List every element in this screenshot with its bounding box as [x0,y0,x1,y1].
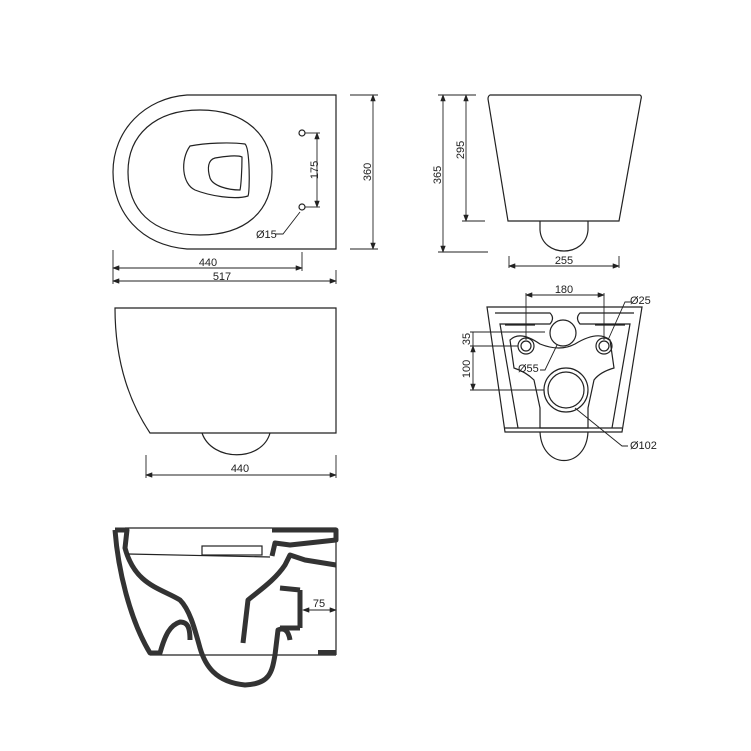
dim-outlet-offset: 100 [461,360,473,378]
rear-view: 180 Ø25 Ø55 Ø102 35 100 [461,284,657,461]
section-rim [269,527,339,557]
dim-hole-spacing: 175 [309,161,321,179]
dim-width: 360 [362,163,374,181]
dim-inlet-diameter: Ø55 [518,363,539,375]
rear-bracket [509,335,615,429]
dim-bolt-offset: 35 [461,333,473,345]
top-outline [112,94,337,250]
dim-total-depth: 517 [213,271,231,283]
top-view: 175 360 Ø15 440 517 [112,94,378,284]
bowl-drain [207,155,243,191]
section-outlet [279,585,303,631]
side-outline [114,307,337,434]
section-outer-wall [112,529,193,656]
side-view: 440 [114,307,337,478]
seat-hole [298,203,306,211]
dim-bottom-width: 255 [555,255,573,267]
rear-bowl [539,431,589,461]
wall-bracket [318,650,336,655]
section-view: 75 [112,527,339,688]
seat-hole [298,129,306,137]
front-view: 365 295 255 [432,94,642,269]
rear-outline [486,306,643,433]
front-outline [487,94,642,222]
dim-side-depth: 440 [231,463,249,475]
front-bowl [539,221,589,252]
rear-inner-frame [495,312,634,429]
section-front-wall [115,527,293,688]
inlet-hole [549,319,577,347]
dim-outlet-projection: 75 [313,598,325,610]
dim-depth-to-holes: 440 [199,257,217,269]
seat-rim [127,109,273,236]
dim-bolt-spacing: 180 [555,284,573,296]
side-bowl [201,432,271,456]
outlet-hole [543,367,589,413]
bowl-opening [183,142,250,199]
flush-plate [201,545,263,556]
dim-bolt-diameter: Ø25 [630,295,651,307]
section-trap [240,552,337,644]
dim-total-height: 365 [432,166,444,184]
dim-hole-diameter: Ø15 [256,229,277,241]
dim-body-height: 295 [455,141,467,159]
dim-outlet-diameter: Ø102 [630,440,657,452]
